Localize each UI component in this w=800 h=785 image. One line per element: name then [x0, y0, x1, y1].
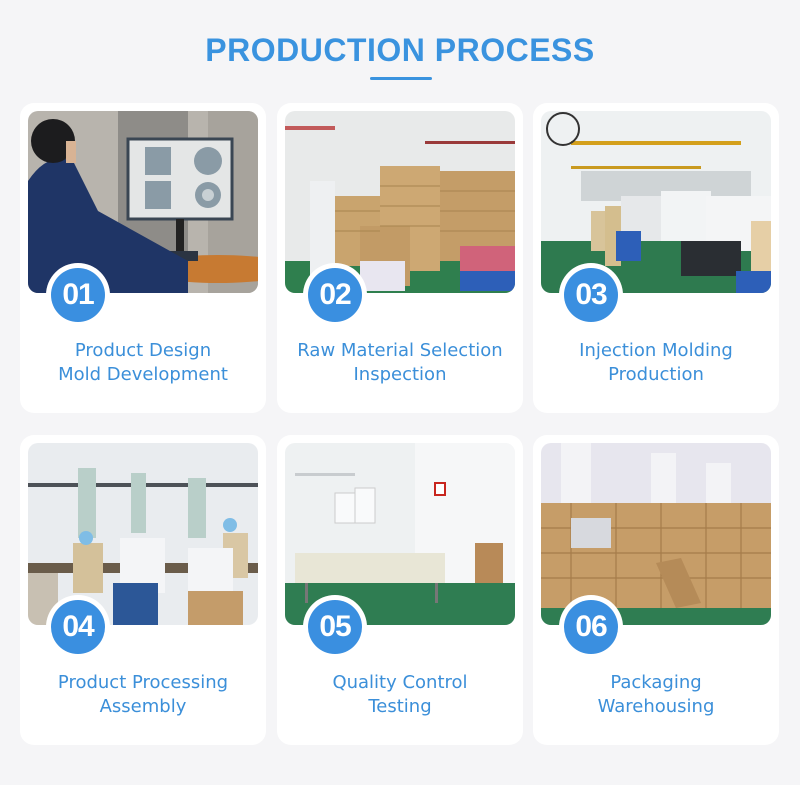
process-step-card-6: 06 Packaging Warehousing — [533, 435, 779, 745]
engineer-cad-workstation-photo — [28, 111, 258, 293]
step-label-line-2: Inspection — [353, 364, 447, 385]
step-label-line-1: Raw Material Selection — [297, 340, 503, 361]
process-step-card-3: 03 Injection Molding Production — [533, 103, 779, 413]
carton-warehouse-photo — [541, 443, 771, 625]
step-label-line-2: Mold Development — [58, 364, 228, 385]
step-number: 05 — [308, 600, 362, 654]
step-number: 04 — [51, 600, 105, 654]
assembly-workers-photo — [28, 443, 258, 625]
quality-control-room-photo — [285, 443, 515, 625]
step-number: 01 — [51, 268, 105, 322]
step-label: Injection Molding Production — [533, 339, 779, 387]
process-step-card-1: 01 Product Design Mold Development — [20, 103, 266, 413]
step-label-line-2: Assembly — [99, 696, 187, 717]
step-number: 02 — [308, 268, 362, 322]
step-number: 06 — [564, 600, 618, 654]
step-number-badge: 06 — [559, 595, 623, 659]
step-label: Raw Material Selection Inspection — [277, 339, 523, 387]
step-label: Quality Control Testing — [277, 671, 523, 719]
step-label: Product Processing Assembly — [20, 671, 266, 719]
process-step-card-4: 04 Product Processing Assembly — [20, 435, 266, 745]
step-label: Packaging Warehousing — [533, 671, 779, 719]
step-number-badge: 04 — [46, 595, 110, 659]
step-number-badge: 05 — [303, 595, 367, 659]
step-label-line-1: Product Processing — [57, 672, 229, 693]
process-step-card-5: 05 Quality Control Testing — [277, 435, 523, 745]
step-number-badge: 02 — [303, 263, 367, 327]
step-label-line-1: Packaging — [610, 672, 702, 693]
step-number-badge: 01 — [46, 263, 110, 327]
step-label-line-1: Injection Molding — [579, 340, 733, 361]
title-underline — [370, 77, 432, 80]
step-label-line-2: Warehousing — [597, 696, 715, 717]
page-title: PRODUCTION PROCESS — [205, 32, 595, 68]
raw-material-sacks-photo — [285, 111, 515, 293]
step-number-badge: 03 — [559, 263, 623, 327]
step-label: Product Design Mold Development — [20, 339, 266, 387]
process-step-card-2: 02 Raw Material Selection Inspection — [277, 103, 523, 413]
injection-molding-line-photo — [541, 111, 771, 293]
step-label-line-1: Quality Control — [332, 672, 468, 693]
step-number: 03 — [564, 268, 618, 322]
step-label-line-2: Production — [608, 364, 704, 385]
step-label-line-2: Testing — [368, 696, 432, 717]
step-label-line-1: Product Design — [74, 340, 212, 361]
